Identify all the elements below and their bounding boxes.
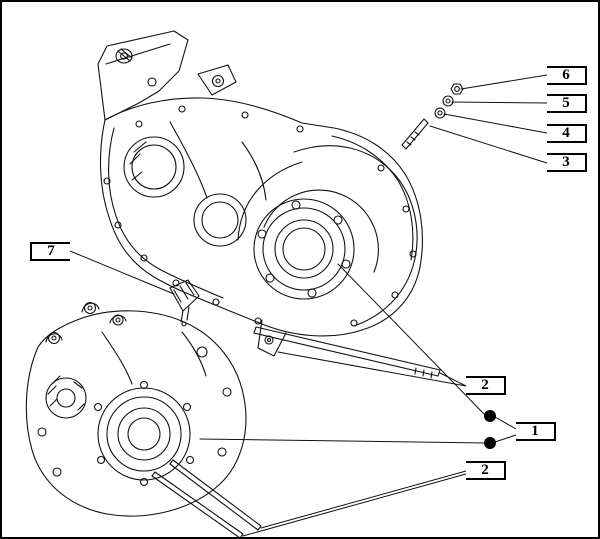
callout-label-1: 1 bbox=[516, 422, 556, 441]
washer-icon-4 bbox=[434, 107, 446, 119]
dowel-pin-dots bbox=[484, 410, 496, 449]
callout-label-7: 7 bbox=[30, 242, 70, 261]
callout-label-4: 4 bbox=[547, 124, 587, 143]
lower-stud-bolt-icon bbox=[151, 459, 262, 537]
breather-valve-icon bbox=[169, 279, 200, 327]
callout-label-3: 3 bbox=[547, 153, 587, 172]
callout-label-5: 5 bbox=[547, 94, 587, 113]
callout-label-2-lower: 2 bbox=[466, 461, 506, 480]
hex-nut-icon bbox=[450, 83, 464, 95]
dowel-pin-dot-lower bbox=[484, 437, 496, 449]
lower-crankcase-half-drawing bbox=[25, 301, 247, 517]
upper-stud-bolt-icon bbox=[253, 326, 441, 379]
dowel-pin-dot-upper bbox=[484, 410, 496, 422]
leader-lines bbox=[69, 74, 548, 537]
washer-icon-5 bbox=[442, 95, 454, 107]
callout-label-6: 6 bbox=[547, 66, 587, 85]
callout-label-2-upper: 2 bbox=[466, 376, 506, 395]
stud-bolt-icon bbox=[401, 118, 429, 150]
upper-crankcase-half-drawing bbox=[97, 30, 423, 357]
